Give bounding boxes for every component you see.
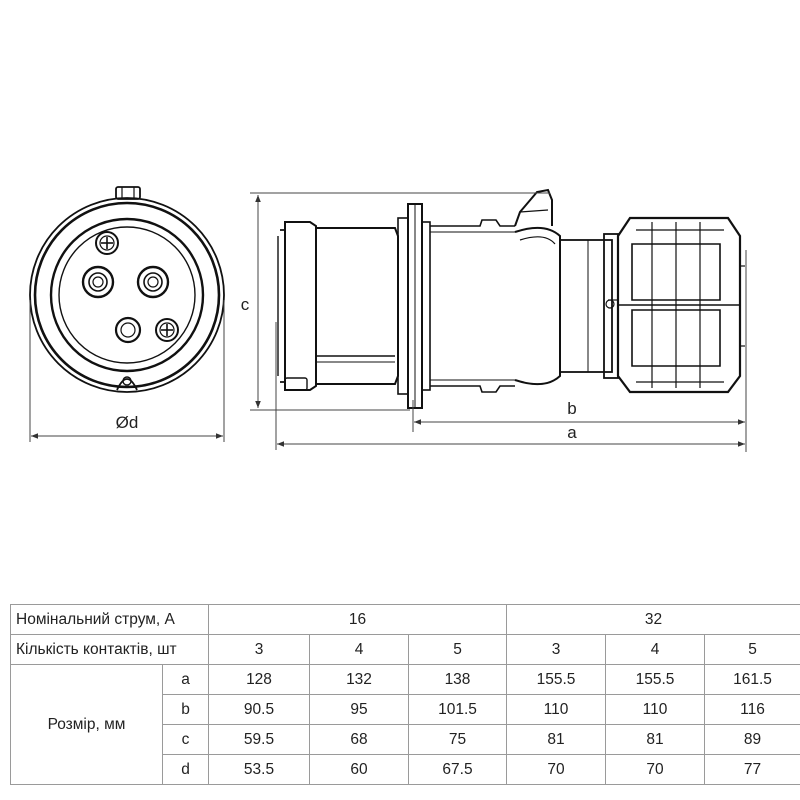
table-cell: 116 xyxy=(704,694,800,725)
table-cell: 59.5 xyxy=(208,724,310,755)
table-cell: 155.5 xyxy=(605,664,706,695)
table-cell: 95 xyxy=(309,694,409,725)
contacts-label: Кількість контактів, шт xyxy=(10,634,209,665)
table-cell: 81 xyxy=(506,724,607,755)
table-cell: 68 xyxy=(309,724,409,755)
pin-bottom xyxy=(114,316,142,344)
table-cell: 128 xyxy=(208,664,310,695)
table-cell: 70 xyxy=(506,754,607,785)
pin-right xyxy=(136,265,170,299)
technical-drawing: Ød xyxy=(29,186,747,452)
table-cell: 70 xyxy=(605,754,706,785)
table-row-a: Розмір, мм a 128 132 138 155.5 155.5 161… xyxy=(10,664,800,785)
screw-pin-top xyxy=(95,231,119,255)
table-cell: 138 xyxy=(407,664,508,695)
pin-left xyxy=(81,265,115,299)
side-view xyxy=(277,188,745,409)
table-cell: 132 xyxy=(309,664,409,695)
front-view xyxy=(29,186,225,393)
table-cell: 81 xyxy=(605,724,706,755)
table-cell: 155.5 xyxy=(506,664,607,695)
dim-label: b xyxy=(162,694,209,725)
contacts-cell: 4 xyxy=(309,634,409,665)
table-cell: 77 xyxy=(704,754,800,785)
table-cell: 75 xyxy=(407,724,508,755)
table-row-contacts: Кількість контактів, шт 3 4 5 3 4 5 xyxy=(10,634,800,665)
current-32: 32 xyxy=(506,604,800,635)
table-cell: 60 xyxy=(309,754,409,785)
table-row-current: Номінальний струм, А 16 32 xyxy=(10,604,800,635)
table-cell: 110 xyxy=(605,694,706,725)
current-16: 16 xyxy=(207,604,508,635)
contacts-cell: 3 xyxy=(208,634,310,665)
dimension-d xyxy=(29,300,225,442)
dimension-c-label: c xyxy=(241,295,250,314)
table-cell: 161.5 xyxy=(704,664,800,695)
table-cell: 110 xyxy=(506,694,607,725)
size-label: Розмір, мм xyxy=(10,664,163,785)
rated-current-label: Номінальний струм, А xyxy=(10,604,209,635)
table-row-b: b 90.5 95 101.5 110 110 116 xyxy=(11,694,800,725)
table-cell: 90.5 xyxy=(208,694,310,725)
dimension-c xyxy=(250,192,550,411)
dim-label: d xyxy=(162,754,209,785)
dimension-b xyxy=(412,250,747,452)
table-cell: 67.5 xyxy=(407,754,508,785)
dimension-d-label: Ød xyxy=(116,413,139,432)
dimension-a-label: a xyxy=(567,423,577,442)
contacts-cell: 5 xyxy=(407,634,508,665)
dimensions-table: Номінальний струм, А 16 32 Кількість кон… xyxy=(10,604,800,785)
screw-pin-bottom xyxy=(155,318,179,342)
contacts-cell: 5 xyxy=(704,634,800,665)
contacts-cell: 4 xyxy=(605,634,706,665)
table-cell: 53.5 xyxy=(208,754,310,785)
table-row-d: d 53.5 60 67.5 70 70 77 xyxy=(11,754,800,785)
dim-label: a xyxy=(162,664,209,695)
dimension-a xyxy=(275,322,745,450)
table-cell: 101.5 xyxy=(407,694,508,725)
dim-label: c xyxy=(162,724,209,755)
dimension-b-label: b xyxy=(567,399,576,418)
contacts-cell: 3 xyxy=(506,634,607,665)
table-cell: 89 xyxy=(704,724,800,755)
